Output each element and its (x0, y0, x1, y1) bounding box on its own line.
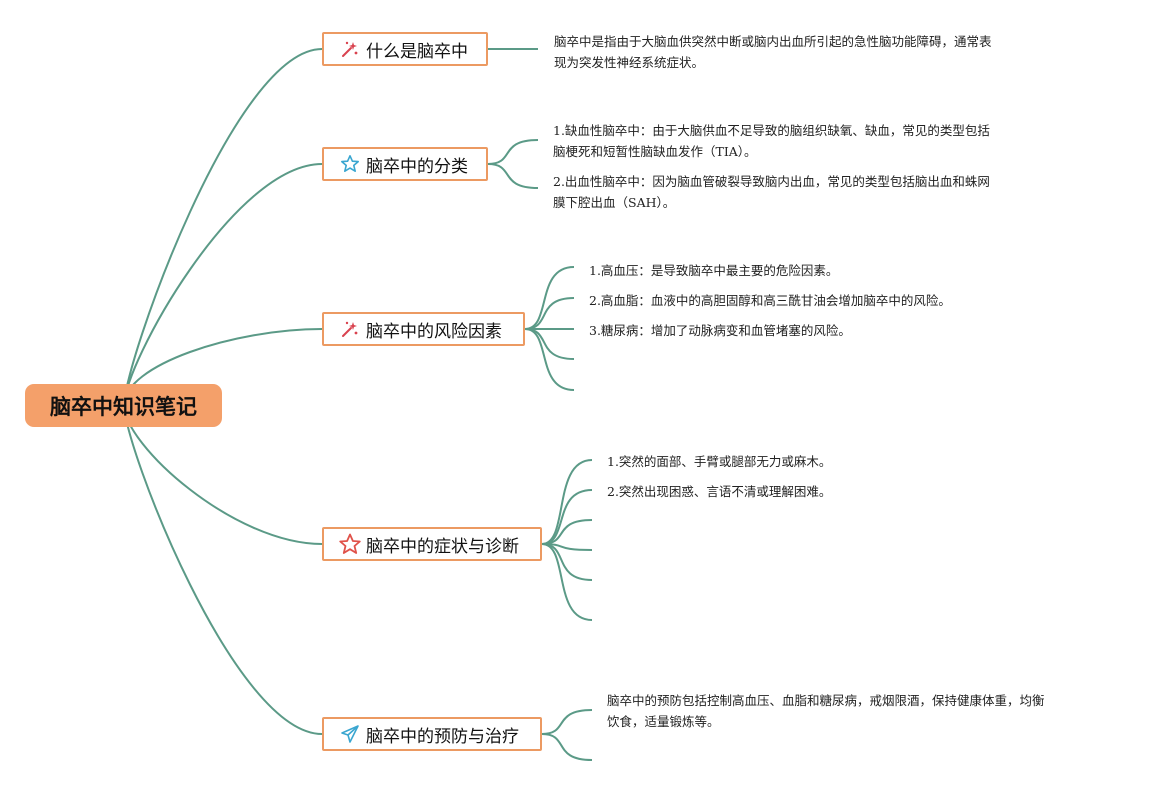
root-link (123, 48, 323, 406)
note-line: 脑梗死和短暂性脑缺血发作（TIA）。 (553, 144, 757, 159)
topic-link (524, 266, 575, 330)
note-hemorrhagic: 2.出血性脑卒中：因为脑血管破裂导致脑内出血，常见的类型包括脑出血和蛛网 膜下腔… (553, 171, 990, 213)
root-link (123, 404, 323, 735)
star-red-icon (338, 533, 362, 555)
paper-plane-icon (338, 723, 362, 745)
note-line: 脑卒中是指由于大脑血供突然中断或脑内出血所引起的急性脑功能障碍，通常表 (554, 34, 992, 49)
topic-label: 脑卒中的风险因素 (366, 321, 502, 342)
note-line: 1.突然的面部、手臂或腿部无力或麻木。 (607, 454, 832, 469)
topic-link (541, 459, 593, 545)
topic-link (541, 733, 593, 761)
note-hypertension: 1.高血压：是导致脑卒中最主要的危险因素。 (589, 260, 838, 281)
star-outline-icon (338, 153, 362, 175)
note-line: 膜下腔出血（SAH）。 (553, 195, 676, 210)
topic-risk-factors[interactable]: 脑卒中的风险因素 (322, 312, 525, 346)
topic-link (487, 163, 539, 189)
topic-link (541, 709, 593, 735)
topic-label: 什么是脑卒中 (366, 41, 468, 62)
note-line: 2.突然出现困惑、言语不清或理解困难。 (607, 484, 832, 499)
note-line: 1.高血压：是导致脑卒中最主要的危险因素。 (589, 263, 839, 278)
note-hyperlipidemia: 2.高血脂：血液中的高胆固醇和高三酰甘油会增加脑卒中的风险。 (589, 290, 951, 311)
sparkle-icon (338, 318, 362, 340)
topic-label: 脑卒中的预防与治疗 (366, 726, 519, 747)
note-line: 脑卒中的预防包括控制高血压、血脂和糖尿病，戒烟限酒，保持健康体重，均衡 (607, 693, 1045, 708)
note-line: 2.高血脂：血液中的高胆固醇和高三酰甘油会增加脑卒中的风险。 (589, 293, 951, 308)
note-symptom-weakness: 1.突然的面部、手臂或腿部无力或麻木。 (607, 451, 831, 472)
note-symptom-confusion: 2.突然出现困惑、言语不清或理解困难。 (607, 481, 831, 502)
note-diabetes: 3.糖尿病：增加了动脉病变和血管堵塞的风险。 (589, 320, 851, 341)
topic-what-is-stroke[interactable]: 什么是脑卒中 (322, 32, 488, 66)
sparkle-icon (338, 38, 362, 60)
note-line: 3.糖尿病：增加了动脉病变和血管堵塞的风险。 (589, 323, 851, 338)
note-line: 饮食，适量锻炼等。 (607, 714, 720, 729)
note-line: 现为突发性神经系统症状。 (554, 55, 705, 70)
topic-classification[interactable]: 脑卒中的分类 (322, 147, 488, 181)
topic-link (541, 543, 593, 621)
topic-link (524, 328, 575, 391)
topic-symptoms-diagnosis[interactable]: 脑卒中的症状与诊断 (322, 527, 542, 561)
topic-link (487, 139, 539, 165)
topic-link (524, 328, 575, 360)
note-line: 1.缺血性脑卒中：由于大脑供血不足导致的脑组织缺氧、缺血，常见的类型包括 (553, 123, 990, 138)
topic-prevention-treatment[interactable]: 脑卒中的预防与治疗 (322, 717, 542, 751)
root-link (123, 163, 323, 406)
topic-label: 脑卒中的症状与诊断 (366, 536, 519, 557)
topic-link (541, 489, 593, 545)
topic-label: 脑卒中的分类 (366, 156, 468, 177)
note-line: 2.出血性脑卒中：因为脑血管破裂导致脑内出血，常见的类型包括脑出血和蛛网 (553, 174, 990, 189)
note-ischemic: 1.缺血性脑卒中：由于大脑供血不足导致的脑组织缺氧、缺血，常见的类型包括 脑梗死… (553, 120, 990, 162)
root-title: 脑卒中知识笔记 (50, 394, 197, 419)
note-prevention: 脑卒中的预防包括控制高血压、血脂和糖尿病，戒烟限酒，保持健康体重，均衡 饮食，适… (607, 690, 1045, 732)
root-topic[interactable]: 脑卒中知识笔记 (25, 384, 222, 427)
topic-link (524, 297, 575, 330)
note-definition: 脑卒中是指由于大脑血供突然中断或脑内出血所引起的急性脑功能障碍，通常表 现为突发… (554, 31, 992, 73)
